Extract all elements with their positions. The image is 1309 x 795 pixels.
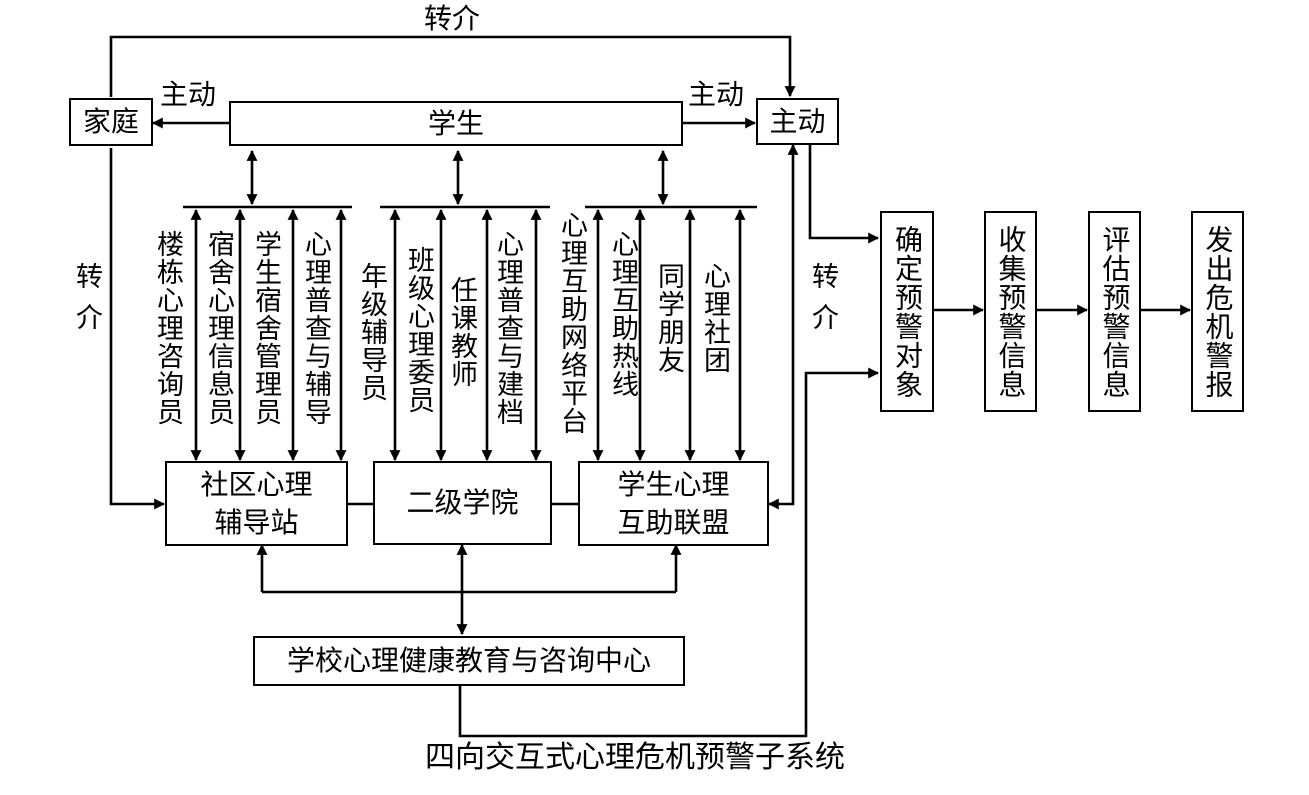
community-label: 社区心理辅导站 [200,467,313,539]
referral-right-label: 转介 [807,262,838,344]
active-left-label: 主动 [160,78,217,111]
alliance-label: 学生心理互助联盟 [617,467,730,539]
channel-label: 学生宿舍管理员 [250,230,281,426]
active-box: 主动 [756,98,839,145]
student-box: 学生 [229,101,683,146]
referral-top-line [109,35,796,98]
flow-step-label: 确定预警对象 [891,224,924,399]
flow-step-label: 收集预警信息 [994,224,1028,399]
flow-step-label: 评估预警信息 [1098,224,1132,399]
channel-label: 任课教师 [446,276,477,388]
family-label: 家庭 [82,105,139,138]
flow-step-evaluate: 评估预警信息 [1088,211,1141,412]
referral-left-line [109,148,166,510]
flow-step-label: 发出危机警报 [1201,224,1235,399]
family-box: 家庭 [69,98,153,146]
active-right-label: 主动 [688,78,745,111]
center-label: 学校心理健康教育与咨询中心 [286,644,651,677]
center-box: 学校心理健康教育与咨询中心 [253,636,685,686]
student-label: 学生 [427,106,484,140]
flow-step-alarm: 发出危机警报 [1191,211,1244,412]
channel-label: 心理互助网络平台 [556,211,587,435]
channel-label: 年级辅导员 [356,262,387,402]
channel-label: 心理互助热线 [607,230,638,398]
active-box-label: 主动 [769,104,826,138]
college-box: 二级学院 [373,461,552,545]
alliance-box: 学生心理互助联盟 [578,461,769,546]
flow-step-collect: 收集预警信息 [984,211,1037,412]
community-box: 社区心理辅导站 [165,461,348,546]
referral-top-label: 转介 [424,2,481,35]
college-label: 二级学院 [406,486,519,519]
channel-label: 宿舍心理信息员 [203,230,234,426]
channel-label: 班级心理委员 [403,246,434,414]
flow-step-confirm: 确定预警对象 [880,211,934,412]
channel-label: 心理社团 [699,262,730,374]
channel-label: 心理普查与建档 [492,230,523,426]
diagram-caption: 四向交互式心理危机预警子系统 [425,740,845,775]
channel-label: 同学朋友 [653,262,684,374]
channel-label: 楼栋心理咨询员 [152,230,183,426]
referral-left-label: 转介 [71,262,102,344]
channel-label: 心理普查与辅导 [300,230,331,426]
referral-right-line [767,143,799,510]
